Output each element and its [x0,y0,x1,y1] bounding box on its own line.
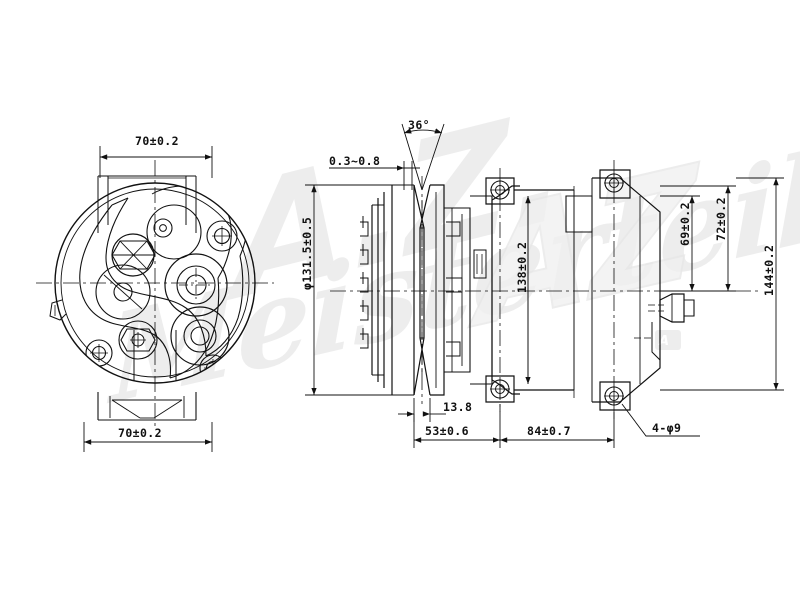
dim-13-8: 13.8 [443,400,472,414]
dim-gap-group [329,161,420,190]
dim-angle-36: 36° [408,118,430,132]
watermark-badge [655,330,681,350]
dim-4-phi9: 4-φ9 [652,421,681,435]
front-view-dimensions [83,146,213,452]
mount-lug-top-left [485,177,515,205]
angle-leg-left [401,123,423,191]
angle-arc-36 [403,128,443,134]
dim-top-70: 70±0.2 [135,134,179,148]
watermark-badge-text: A [658,334,669,349]
dim-69-group [660,195,700,292]
front-view [36,160,274,430]
leader-line-4phi9 [621,403,700,437]
dim-84: 84±0.7 [527,424,571,438]
dim-144: 144±0.2 [762,245,776,296]
dim-144-group [660,177,784,391]
dim-angle-36-group [401,123,445,191]
dim-69: 69±0.2 [678,202,692,246]
dim-gap-03-08: 0.3~0.8 [329,154,380,168]
dim-72: 72±0.2 [714,197,728,241]
dim-bottom-70: 70±0.2 [118,426,162,440]
dim-4-phi9-group [621,403,700,437]
dim-diameter-group [305,184,400,396]
dim-72-group [660,185,736,292]
rear-housing-taper [619,177,661,403]
mount-lug-bottom-right [599,381,631,411]
dim-138: 138±0.2 [515,242,529,293]
dim-53: 53±0.6 [425,424,469,438]
mount-lug-bottom-left [485,375,515,403]
mount-lug-top-right [599,169,631,199]
dim-diameter-131-5: φ131.5±0.5 [300,217,314,290]
angle-leg-right [421,123,445,191]
dim-bottom-chain-group [413,404,615,448]
